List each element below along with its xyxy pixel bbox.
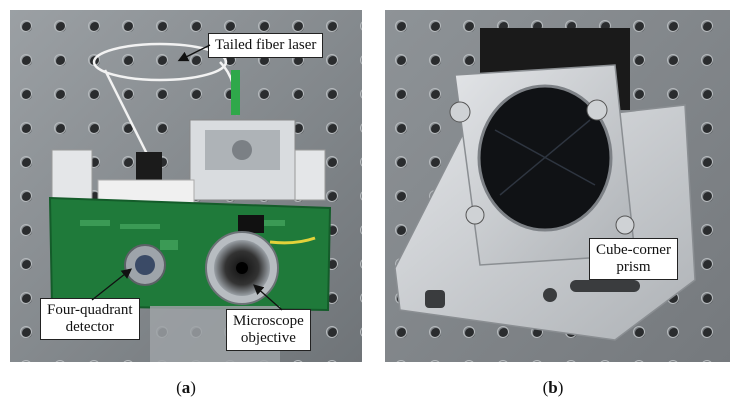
caption-b: (b) (542, 378, 564, 397)
prism-mount-illustration (385, 10, 730, 362)
caption-a: (a) (176, 378, 196, 397)
label-cube-corner-prism: Cube-corner prism (589, 238, 678, 280)
label-tailed-fiber-laser: Tailed fiber laser (208, 33, 324, 58)
photo-panel-a (10, 10, 362, 362)
photo-panel-b (385, 10, 730, 362)
label-four-quadrant-detector: Four-quadrant detector (40, 298, 140, 340)
label-microscope-objective: Microscope objective (226, 309, 311, 351)
detector-assembly-illustration (10, 10, 362, 362)
